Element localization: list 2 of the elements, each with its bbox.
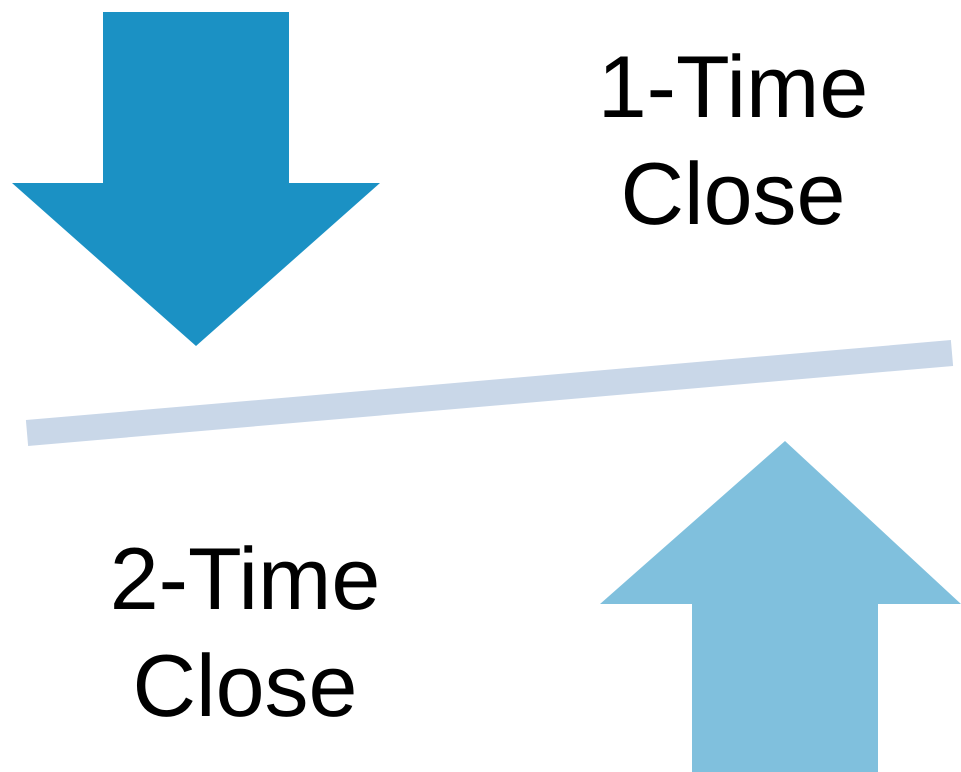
label-text: 1-Time Close (596, 36, 870, 245)
label-text: 2-Time Close (108, 528, 382, 737)
